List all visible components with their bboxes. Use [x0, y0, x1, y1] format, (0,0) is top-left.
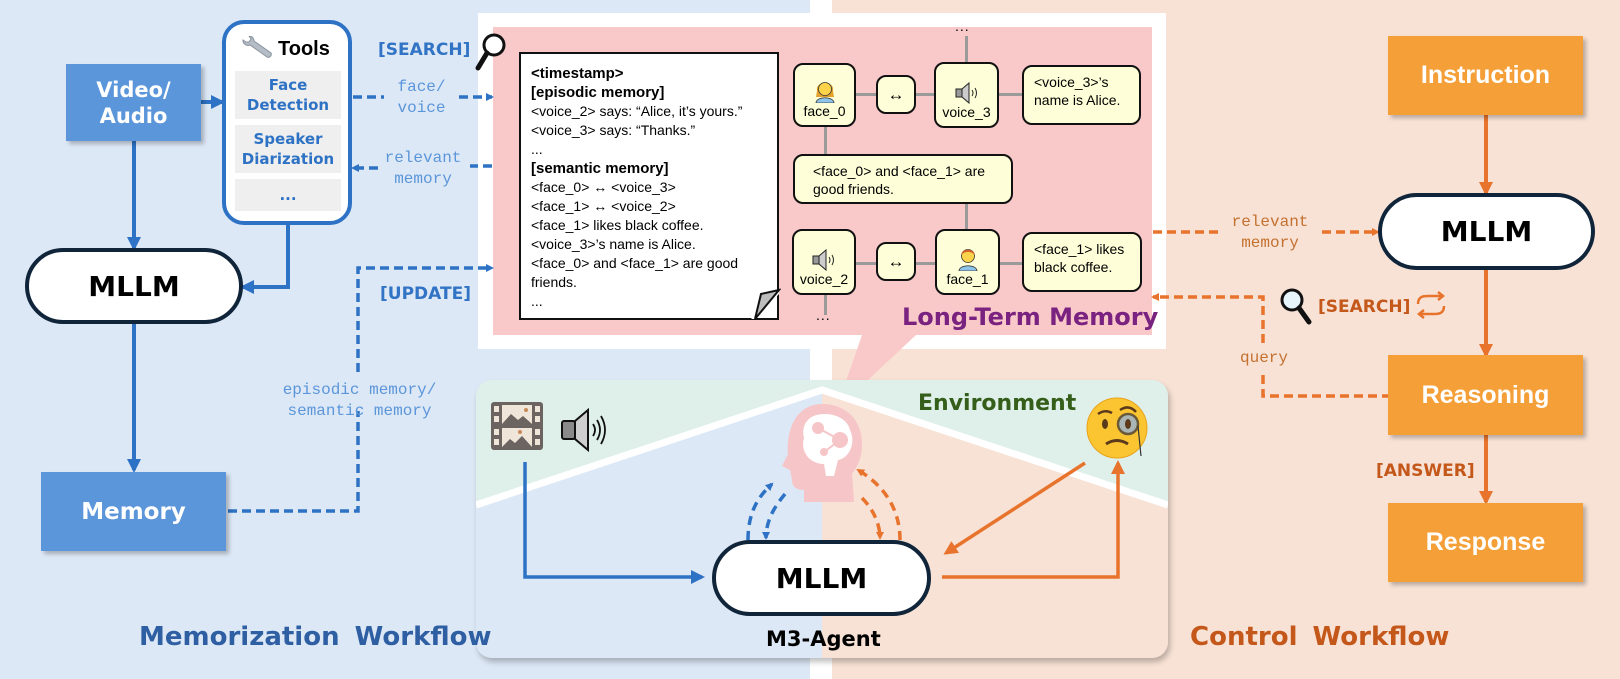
- agent-mllm: MLLM: [712, 540, 931, 616]
- agent-mllm-label: MLLM: [775, 561, 868, 595]
- graph-ellipsis-top: ...: [955, 18, 970, 34]
- response-label: Response: [1425, 528, 1546, 556]
- arrow-sensor-to-agent-mllm: [523, 462, 705, 584]
- note-line: <face_1> ↔ <voice_2>: [531, 198, 676, 214]
- update-tag: [UPDATE]: [380, 284, 471, 304]
- episodic-semantic-label: episodic memory/ semantic memory: [282, 381, 437, 420]
- arrow-brain-to-mllm-blue: [762, 492, 787, 540]
- fact-coffee-node: <face_1> likes black coffee.: [1022, 232, 1142, 292]
- memorization-mllm: MLLM: [25, 248, 243, 324]
- graph-link: [824, 126, 827, 156]
- graph-link: [965, 200, 968, 230]
- note-line: [episodic memory]: [531, 84, 665, 101]
- note-line: <face_1> likes black coffee.: [531, 217, 704, 233]
- arrow-mllm-to-brain-blue: [746, 482, 774, 541]
- video-audio-box: Video/ Audio: [66, 64, 201, 141]
- memorization-mllm-label: MLLM: [88, 269, 180, 303]
- memory-label: Memory: [81, 498, 186, 525]
- arrow-mllm-to-brain-orange: [856, 468, 902, 541]
- video-audio-label: Video/ Audio: [96, 77, 171, 128]
- bidirectional-arrow-icon: ↔: [887, 84, 905, 104]
- graph-link: [824, 293, 827, 315]
- arrow-memory-update: [228, 411, 360, 513]
- node-label: face_1: [946, 271, 989, 287]
- speaker-icon: [955, 82, 977, 104]
- speaker-icon: [561, 408, 606, 452]
- graph-link: [997, 93, 1023, 96]
- search-tag-memorization: [SEARCH]: [378, 40, 471, 60]
- tools-title: Tools: [278, 38, 330, 60]
- memory-note: <timestamp> [episodic memory] <voice_2> …: [519, 52, 779, 320]
- memory-box: Memory: [41, 472, 226, 551]
- arrow-query-upper: [1151, 293, 1265, 343]
- search-tag-control: [SEARCH]: [1318, 297, 1411, 317]
- response-box: Response: [1388, 503, 1583, 582]
- node-label: voice_3: [942, 104, 991, 120]
- note-line: <voice_2> says: “Alice, it’s yours.”: [531, 103, 743, 119]
- instruction-box: Instruction: [1388, 36, 1583, 115]
- control-mllm-label: MLLM: [1440, 215, 1533, 248]
- graph-link: [997, 262, 1023, 265]
- memorization-workflow-title: Memorization Workflow: [139, 622, 492, 652]
- fact-alice-node: <voice_3>’s name is Alice.: [1022, 65, 1141, 125]
- arrow-brain-to-mllm-orange: [860, 496, 884, 540]
- arrow-environment-to-mllm: [943, 461, 1086, 555]
- fact-friends-node: <face_0> and <face_1> are good friends.: [793, 154, 1013, 204]
- long-term-memory-title: Long-Term Memory: [902, 303, 1159, 331]
- graph-ellipsis-bottom: ...: [816, 307, 831, 323]
- environment-title: Environment: [918, 391, 1077, 416]
- note-line: ...: [531, 141, 543, 157]
- arrow-tools-to-mllm: [240, 225, 290, 294]
- arrow-update-to-ltm: [356, 264, 494, 372]
- note-line: <face_0> and <face_1> are good friends.: [531, 255, 739, 290]
- note-line: ...: [531, 293, 543, 309]
- node-voice-2: voice_2: [792, 229, 856, 295]
- magnifier-icon: [1280, 288, 1312, 325]
- agent-name: M3-Agent: [766, 627, 881, 651]
- relevant-memory-label-left: relevant memory: [384, 149, 462, 188]
- face-voice-label: face/ voice: [397, 78, 446, 117]
- node-label: face_0: [803, 103, 846, 119]
- instruction-label: Instruction: [1420, 61, 1551, 89]
- wrench-icon: [242, 36, 272, 58]
- node-face-1: face_1: [935, 229, 1000, 295]
- arrow-mllm-to-environment: [942, 460, 1125, 579]
- query-label: query: [1239, 349, 1288, 367]
- relevant-memory-label-right: relevant memory: [1231, 213, 1309, 252]
- monocle-face-icon: [1086, 397, 1148, 459]
- loop-icon: [1416, 291, 1446, 319]
- node-face-0: face_0: [793, 63, 856, 127]
- reasoning-label: Reasoning: [1421, 380, 1550, 409]
- note-line: <face_0> ↔ <voice_3>: [531, 179, 676, 195]
- arrow-query-lower: [1261, 372, 1391, 398]
- bidirectional-arrow-icon: ↔: [887, 251, 905, 271]
- tools-panel: Tools Face Detection Speaker Diarization…: [222, 20, 352, 225]
- note-folded-corner: [751, 288, 781, 320]
- tool-speaker-diarization: Speaker Diarization: [235, 125, 341, 173]
- note-line: [semantic memory]: [531, 160, 669, 177]
- note-line: <voice_3> says: “Thanks.”: [531, 122, 696, 138]
- control-mllm: MLLM: [1378, 193, 1595, 270]
- node-voice-3: voice_3: [934, 62, 999, 128]
- magnifier-icon: [475, 33, 506, 71]
- node-label: voice_2: [799, 271, 849, 287]
- graph-link: [965, 36, 968, 64]
- control-workflow-title: Control Workflow: [1190, 622, 1450, 652]
- note-line: <voice_3>’s name is Alice.: [531, 236, 696, 252]
- man-icon: [958, 249, 977, 271]
- film-icon: [491, 402, 543, 450]
- link-node-bottom: ↔: [876, 242, 916, 281]
- brain-head-icon: [782, 404, 862, 502]
- reasoning-box: Reasoning: [1388, 355, 1583, 435]
- note-line: <timestamp>: [531, 65, 624, 82]
- woman-icon: [815, 82, 834, 103]
- link-node-top: ↔: [876, 75, 916, 114]
- tool-face-detection: Face Detection: [235, 71, 341, 119]
- tool-more: ...: [235, 179, 341, 211]
- speaker-icon: [812, 249, 834, 271]
- answer-tag: [ANSWER]: [1376, 461, 1475, 481]
